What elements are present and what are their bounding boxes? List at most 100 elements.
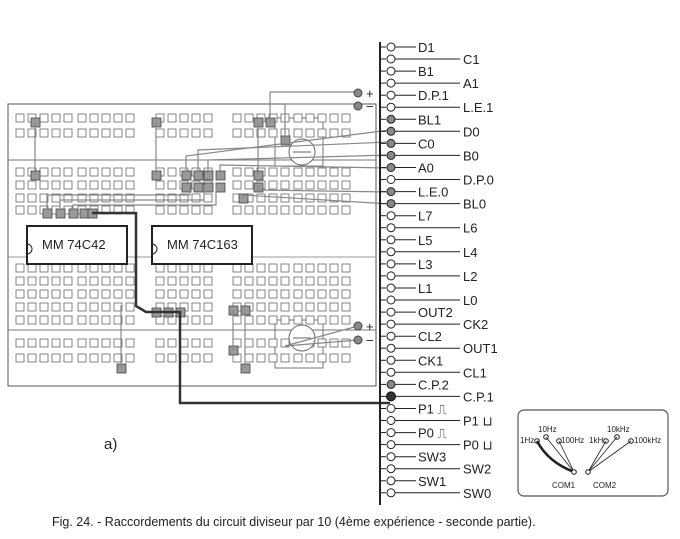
breadboard-hole xyxy=(244,113,254,123)
breadboard-hole xyxy=(341,205,351,215)
connector-pin-label: CK1 xyxy=(418,353,443,368)
clock-terminal xyxy=(386,391,396,402)
breadboard-hole xyxy=(15,315,25,325)
wired-hole xyxy=(42,208,53,219)
breadboard-hole xyxy=(125,113,135,123)
connector-pin xyxy=(386,187,396,197)
breadboard-hole xyxy=(51,338,61,348)
breadboard-hole xyxy=(317,353,327,363)
breadboard-hole xyxy=(293,289,303,299)
breadboard-hole xyxy=(39,276,49,286)
breadboard-hole xyxy=(51,302,61,312)
power-terminals-bottom: + − xyxy=(353,319,374,348)
breadboard-hole xyxy=(232,205,242,215)
breadboard-hole xyxy=(77,338,87,348)
breadboard-hole xyxy=(317,128,327,138)
connector-pin-label: P1 ⎍ xyxy=(418,402,447,417)
breadboard-hole xyxy=(244,180,254,190)
breadboard-hole xyxy=(39,180,49,190)
breadboard-hole xyxy=(317,276,327,286)
breadboard-hole xyxy=(191,263,201,273)
breadboard-hole xyxy=(113,276,123,286)
breadboard-hole xyxy=(39,289,49,299)
breadboard-hole xyxy=(15,302,25,312)
breadboard-hole xyxy=(329,128,339,138)
breadboard-hole xyxy=(341,263,351,273)
breadboard-hole xyxy=(191,302,201,312)
connector-pin-label: C.P.1 xyxy=(463,389,494,404)
connector-pin xyxy=(386,114,396,124)
breadboard-hole xyxy=(179,276,189,286)
breadboard-hole xyxy=(89,128,99,138)
breadboard-hole xyxy=(113,338,123,348)
breadboard-hole xyxy=(63,113,73,123)
breadboard-hole xyxy=(232,113,242,123)
breadboard-hole xyxy=(101,128,111,138)
breadboard-hole xyxy=(232,128,242,138)
breadboard-hole xyxy=(179,193,189,203)
freq-1khz-label: 1kHz xyxy=(589,436,607,445)
breadboard-hole xyxy=(232,276,242,286)
breadboard-hole xyxy=(51,315,61,325)
breadboard-hole xyxy=(77,353,87,363)
breadboard-hole xyxy=(125,180,135,190)
breadboard-hole xyxy=(203,276,213,286)
freq-10hz-label: 10Hz xyxy=(538,425,557,434)
breadboard-hole xyxy=(51,353,61,363)
breadboard-hole xyxy=(51,167,61,177)
connector-pin xyxy=(386,138,396,148)
breadboard-hole xyxy=(329,315,339,325)
power-minus-label: − xyxy=(366,333,374,348)
breadboard-hole xyxy=(63,276,73,286)
connector-pin xyxy=(386,476,396,486)
breadboard-hole xyxy=(77,193,87,203)
connector-pin xyxy=(386,66,396,76)
connector-pin-label: L1 xyxy=(418,281,432,296)
breadboard-hole xyxy=(101,263,111,273)
breadboard-hole xyxy=(305,353,315,363)
breadboard-hole xyxy=(125,338,135,348)
breadboard-hole xyxy=(51,193,61,203)
breadboard-hole xyxy=(293,353,303,363)
breadboard-hole xyxy=(256,289,266,299)
connector-pin xyxy=(386,367,396,377)
breadboard-hole xyxy=(280,315,290,325)
breadboard-hole xyxy=(232,315,242,325)
breadboard-hole xyxy=(256,263,266,273)
breadboard-hole xyxy=(244,276,254,286)
breadboard-hole xyxy=(15,180,25,190)
connector-pin-label: L.E.0 xyxy=(418,185,448,200)
breadboard-hole xyxy=(317,113,327,123)
wired-hole xyxy=(238,193,249,204)
breadboard-hole xyxy=(167,193,177,203)
connector-pin xyxy=(386,54,396,64)
breadboard-hole xyxy=(329,193,339,203)
breadboard-hole xyxy=(179,205,189,215)
breadboard-hole xyxy=(89,263,99,273)
breadboard-hole xyxy=(27,128,37,138)
connector-pin xyxy=(386,102,396,112)
breadboard-hole xyxy=(305,276,315,286)
breadboard-hole xyxy=(113,167,123,177)
breadboard-hole xyxy=(167,263,177,273)
breadboard-hole xyxy=(63,353,73,363)
breadboard-hole xyxy=(232,180,242,190)
breadboard-hole xyxy=(39,128,49,138)
connector-pin-label: L0 xyxy=(463,293,477,308)
breadboard-hole xyxy=(125,263,135,273)
breadboard-hole xyxy=(39,167,49,177)
breadboard-hole xyxy=(113,113,123,123)
breadboard-hole xyxy=(125,167,135,177)
breadboard-hole xyxy=(125,128,135,138)
breadboard-hole xyxy=(329,276,339,286)
breadboard-hole xyxy=(203,263,213,273)
breadboard-hole xyxy=(317,193,327,203)
breadboard-hole xyxy=(268,315,278,325)
connector-pin-label: SW1 xyxy=(418,474,446,489)
breadboard-hole xyxy=(113,353,123,363)
breadboard-hole xyxy=(280,167,290,177)
connector-pin xyxy=(386,199,396,209)
breadboard-hole xyxy=(203,205,213,215)
breadboard-hole xyxy=(268,128,278,138)
